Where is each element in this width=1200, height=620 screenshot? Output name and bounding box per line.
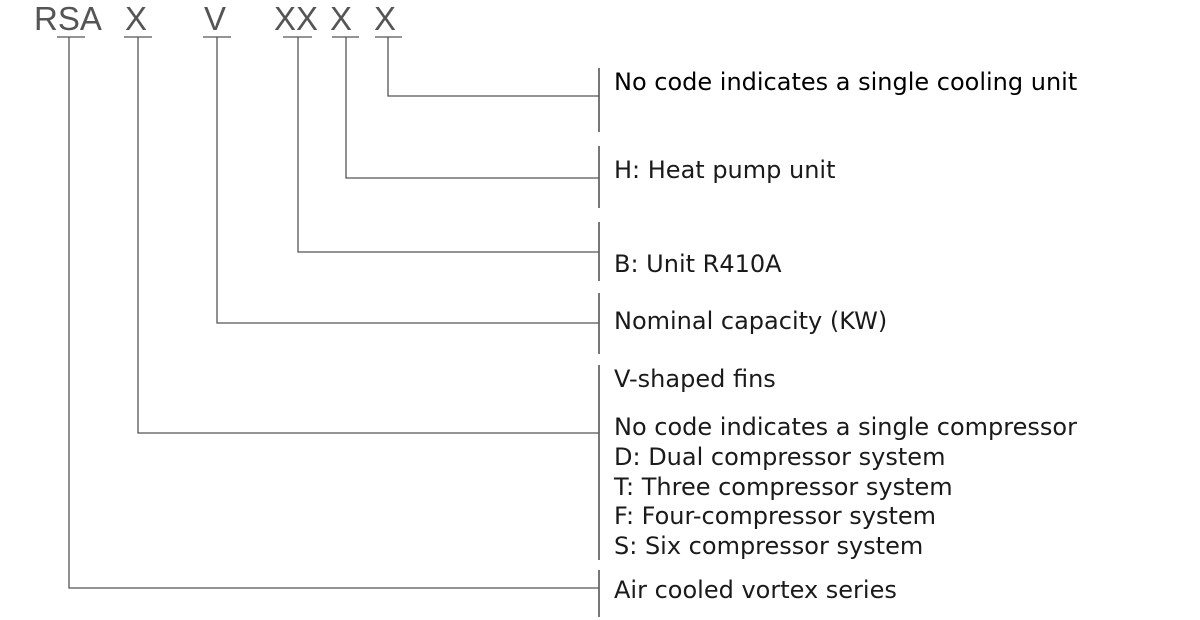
code-capacity: XX — [274, 0, 318, 37]
leader-lines — [68, 37, 599, 589]
desc-v-fins: V-shaped fins — [614, 365, 776, 393]
desc-refrigerant: B: Unit R410A — [614, 250, 782, 278]
code-function: X — [374, 0, 396, 37]
desc-six-compressor: S: Six compressor system — [614, 532, 923, 560]
code-fins: V — [204, 0, 226, 37]
desc-air-cooled-series: Air cooled vortex series — [614, 576, 897, 604]
code-compressor: X — [125, 0, 147, 37]
code-series: RSA — [34, 0, 102, 37]
desc-single-compressor: No code indicates a single compressor — [614, 413, 1077, 441]
desc-nominal-capacity: Nominal capacity (KW) — [614, 307, 887, 335]
desc-four-compressor: F: Four-compressor system — [614, 502, 936, 530]
desc-cooling-unit: No code indicates a single cooling unit — [614, 68, 1077, 96]
desc-heat-pump: H: Heat pump unit — [614, 156, 836, 184]
desc-dual-compressor: D: Dual compressor system — [614, 443, 945, 471]
desc-three-compressor: T: Three compressor system — [613, 473, 953, 501]
code-refrigerant: X — [330, 0, 352, 37]
